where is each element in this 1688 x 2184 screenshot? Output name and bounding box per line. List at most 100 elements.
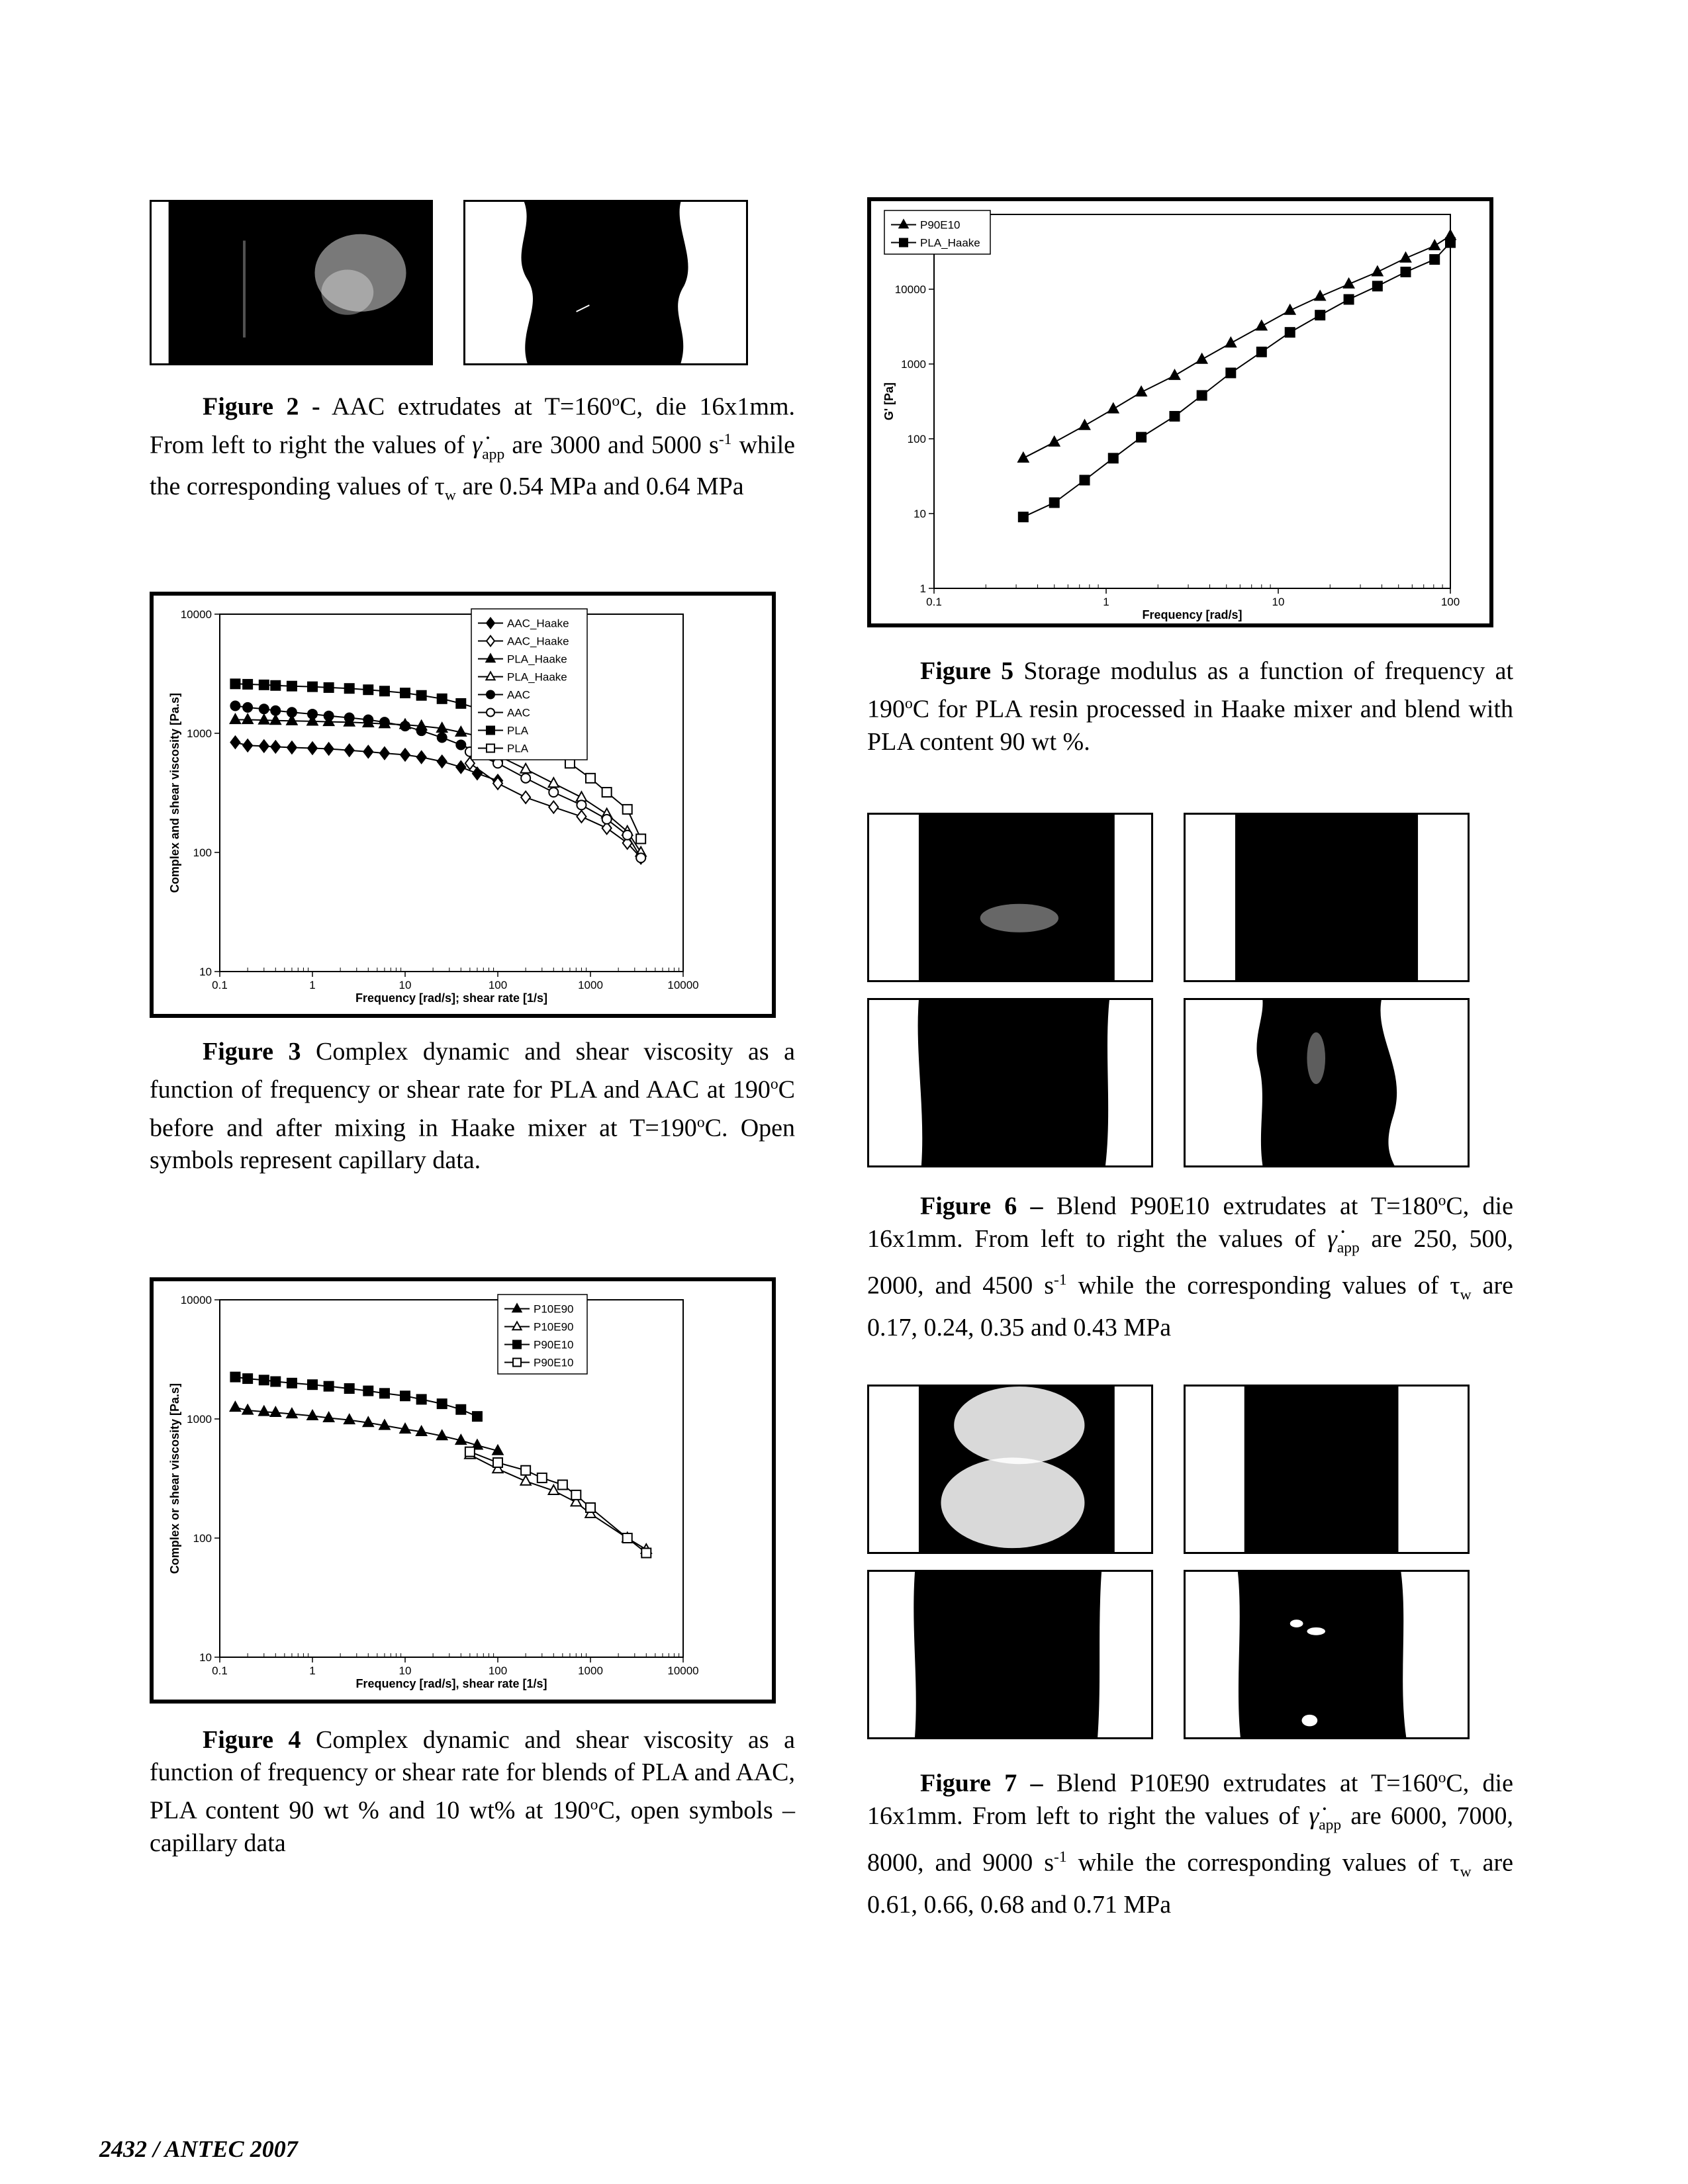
legend-label: P10E90 xyxy=(534,1303,574,1316)
fig3-text-1: Complex dynamic and shear viscosity as a… xyxy=(150,1038,795,1104)
data-point xyxy=(436,693,447,704)
y-tick-label: 100 xyxy=(193,846,212,859)
data-point xyxy=(1168,369,1181,381)
data-point xyxy=(229,1400,242,1412)
data-point xyxy=(622,829,633,841)
data-point xyxy=(436,721,449,733)
data-point xyxy=(416,725,427,737)
fig2-label: Figure 2 - xyxy=(203,392,320,421)
fig5-deg: o xyxy=(905,695,913,712)
fig2-text-4: while the corresponding values of xyxy=(150,431,796,500)
data-point xyxy=(1196,390,1207,401)
data-point xyxy=(601,821,612,835)
fig6-photo-1-image xyxy=(869,815,1151,980)
fig4-text-1: Complex dynamic and shear viscosity as a… xyxy=(150,1726,795,1825)
data-point xyxy=(306,714,319,726)
legend-label: AAC xyxy=(507,707,530,719)
data-point xyxy=(307,708,318,719)
data-point xyxy=(455,1404,467,1415)
data-point xyxy=(635,833,647,844)
x-tick-label: 10 xyxy=(1272,596,1285,608)
fig5-text-2: C for PLA resin processed in Haake mixer… xyxy=(867,695,1513,756)
plot-area xyxy=(219,614,684,972)
data-point xyxy=(571,1489,582,1500)
data-point xyxy=(416,750,427,764)
data-point xyxy=(1428,239,1441,251)
legend-box xyxy=(471,608,588,760)
fig4-deg: o xyxy=(590,1796,598,1813)
fig2-app: app xyxy=(482,445,505,463)
legend-marker xyxy=(486,743,495,753)
chart-legend: AAC_HaakeAAC_HaakePLA_HaakePLA_HaakeAACA… xyxy=(471,608,588,760)
y-tick-label: 1 xyxy=(920,582,926,595)
data-point xyxy=(322,1410,336,1423)
data-point xyxy=(1107,453,1119,464)
data-point xyxy=(258,1404,271,1416)
data-point xyxy=(576,809,587,824)
y-axis-label: G' [Pa] xyxy=(882,383,896,420)
data-point xyxy=(1017,451,1030,463)
fig6-photo-4 xyxy=(1184,998,1470,1167)
legend-marker xyxy=(511,1320,523,1331)
fig7-text-1: Blend P10E90 extrudates at T=160 xyxy=(1043,1769,1438,1797)
footer-separator: / xyxy=(147,2136,165,2162)
data-point xyxy=(400,688,410,699)
legend-marker xyxy=(485,653,496,663)
fig4-text-2: C, open symbols – capillary data xyxy=(150,1796,796,1857)
page-footer: 2432 / ANTEC 2007 xyxy=(99,2135,298,2163)
data-point xyxy=(1372,281,1383,292)
data-point xyxy=(1371,265,1384,277)
fig6-text-5: are 0.17, 0.24, 0.35 and 0.43 MPa xyxy=(867,1271,1514,1342)
legend-marker xyxy=(485,617,496,629)
fig2-gamma: γ̇ xyxy=(472,431,483,459)
data-point xyxy=(258,1375,269,1386)
series-line xyxy=(235,741,498,782)
data-point xyxy=(379,717,390,728)
data-point xyxy=(576,799,587,811)
data-point xyxy=(1256,346,1267,357)
data-point xyxy=(323,710,334,721)
data-point xyxy=(1315,310,1326,321)
x-tick-label: 1 xyxy=(309,1664,315,1677)
x-axis-label: Frequency [rad/s], shear rate [1/s] xyxy=(355,1677,547,1690)
fig6-exp: -1 xyxy=(1054,1271,1067,1289)
fig6-photo-4-image xyxy=(1186,1000,1468,1165)
data-point xyxy=(363,714,374,725)
data-point xyxy=(230,700,241,711)
legend-marker xyxy=(486,707,495,717)
data-point xyxy=(520,772,532,784)
legend-marker xyxy=(898,218,910,229)
y-tick-label: 1000 xyxy=(901,358,926,371)
legend-marker xyxy=(485,670,496,681)
data-point xyxy=(363,1385,374,1396)
fig6-text-1: Blend P90E10 extrudates at T=180 xyxy=(1043,1192,1438,1220)
x-tick-label: 10 xyxy=(399,979,412,991)
legend-label: AAC_Haake xyxy=(507,635,569,648)
data-point xyxy=(379,1388,390,1399)
fig2-caption: Figure 2 - AAC extrudates at T=160oC, di… xyxy=(150,385,795,512)
x-tick-label: 1 xyxy=(309,979,315,991)
data-point xyxy=(622,1533,633,1543)
page-number: 2432 xyxy=(99,2136,147,2162)
data-point xyxy=(1225,367,1237,379)
fig3-caption: Figure 3 Complex dynamic and shear visco… xyxy=(150,1036,795,1177)
data-point xyxy=(286,740,298,755)
series-line xyxy=(1023,242,1451,518)
data-point xyxy=(270,680,281,691)
data-point xyxy=(258,713,271,725)
data-point xyxy=(416,1394,427,1405)
data-point xyxy=(1429,254,1440,265)
series-line xyxy=(235,705,498,762)
data-point xyxy=(1196,352,1209,364)
fig6-tau: τ xyxy=(1450,1271,1460,1300)
legend-marker xyxy=(486,725,495,735)
data-point xyxy=(635,852,647,864)
fig7-caption: Figure 7 – Blend P10E90 extrudates at T=… xyxy=(867,1762,1513,1921)
data-point xyxy=(344,683,355,694)
fig7-photo-4 xyxy=(1184,1570,1470,1739)
data-point xyxy=(323,1381,334,1392)
data-point xyxy=(585,1502,596,1514)
fig2-photo-1 xyxy=(150,200,433,365)
